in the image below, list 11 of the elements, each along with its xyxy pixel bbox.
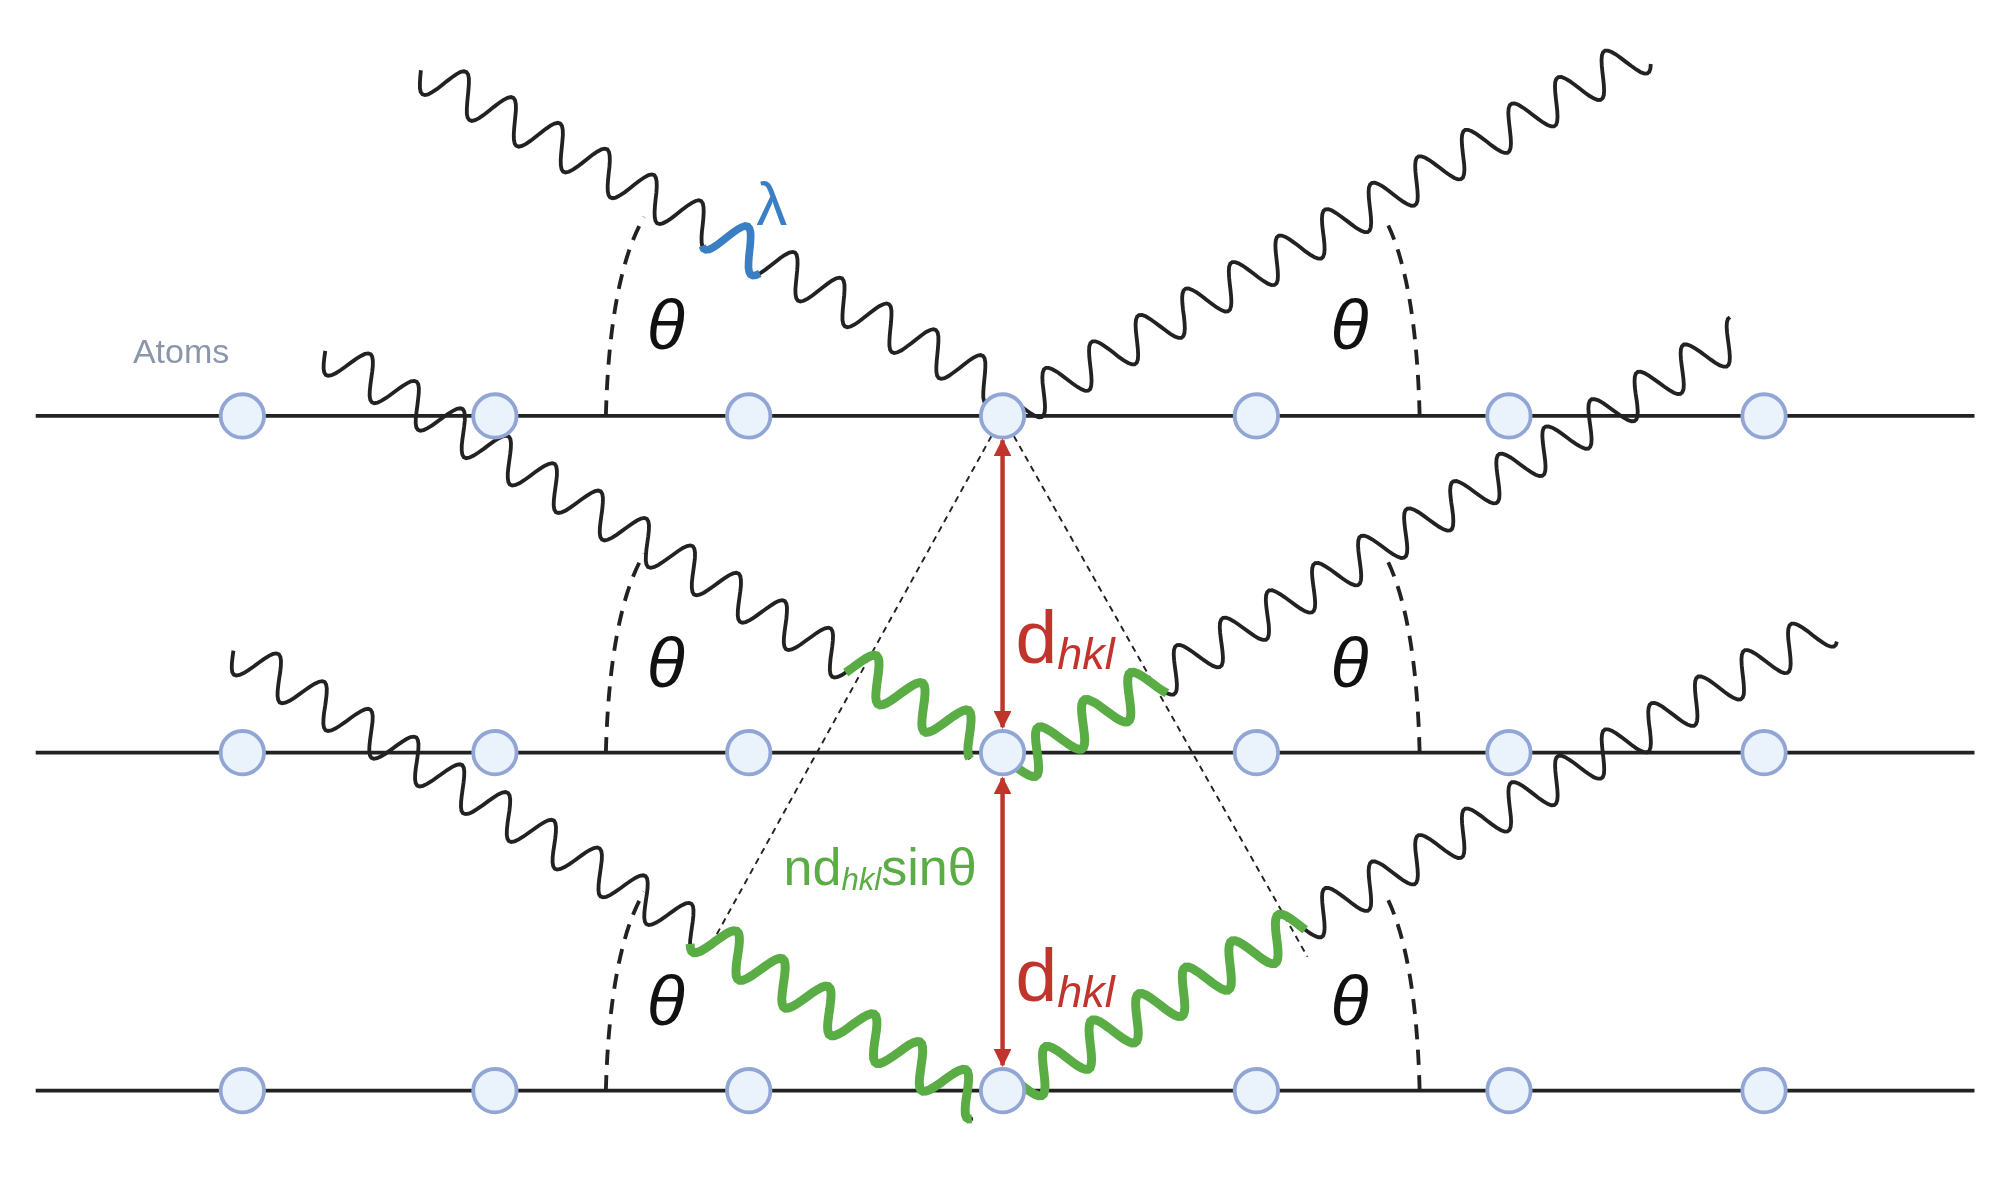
angle-label: θ — [646, 966, 685, 1037]
spacing-label: d$_{hkl}$ — [1015, 937, 1115, 1015]
angle-label: θ — [1330, 966, 1369, 1037]
angle-label: θ — [646, 628, 685, 699]
angle-label: θ — [1330, 290, 1369, 361]
atoms-label: Atoms — [132, 333, 230, 368]
path-difference-label: nd$_{hkl}$sinθ — [783, 840, 977, 895]
angle-label: θ — [646, 290, 685, 361]
spacing-label: d$_{hkl}$ — [1015, 599, 1115, 677]
wavelength-label: λ — [756, 173, 788, 236]
angle-label: θ — [1330, 628, 1369, 699]
